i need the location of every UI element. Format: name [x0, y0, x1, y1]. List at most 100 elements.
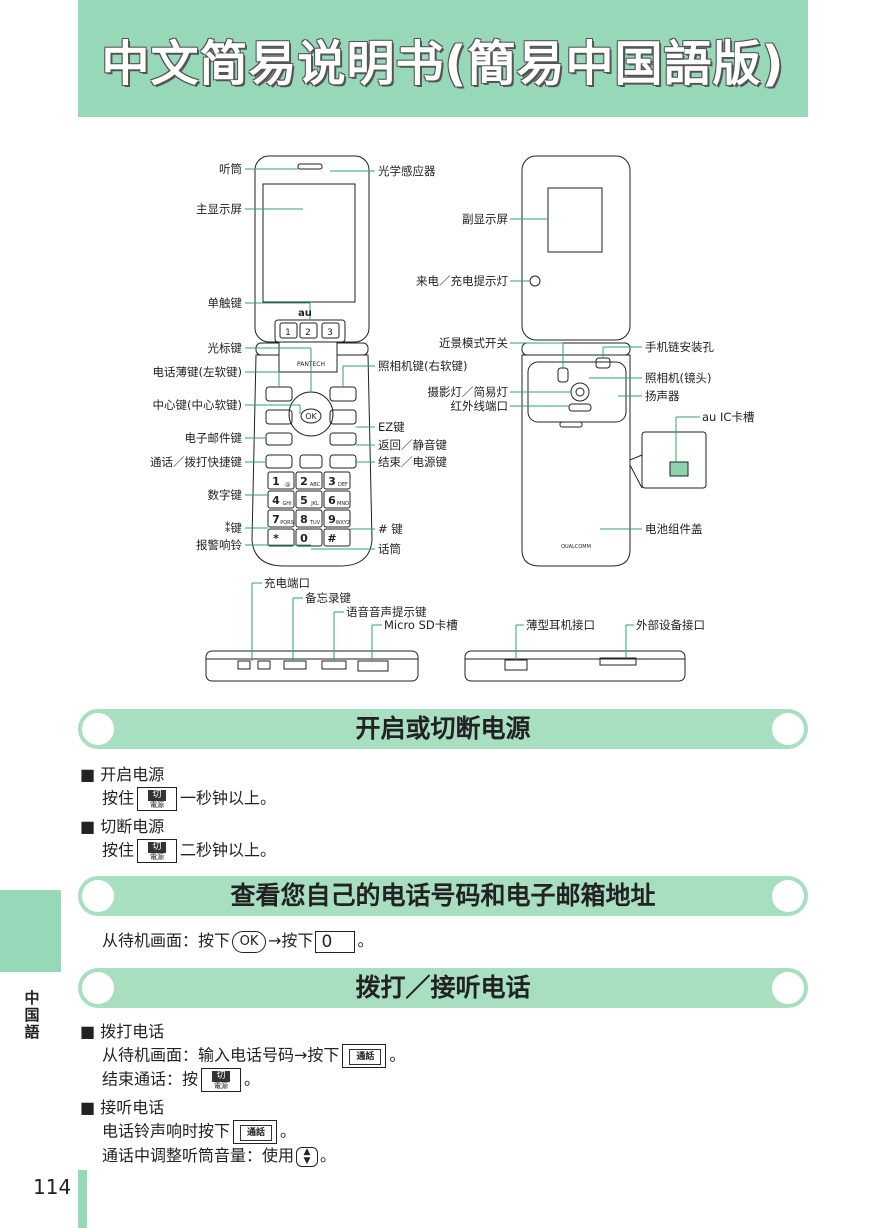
top-key-2: 2 — [305, 328, 311, 338]
section-title: 查看您自己的电话号码和电子邮箱地址 — [230, 881, 656, 910]
instruction-prefix: 从待机画面：按下 — [102, 931, 231, 950]
label-macro-switch: 近景模式开关 — [439, 336, 508, 350]
maker-logo: PANTECH — [297, 361, 325, 368]
instruction-suffix: 。 — [389, 1045, 406, 1065]
key-sub-8: TUV — [309, 520, 321, 526]
label-center-key: 中心键(中心软键) — [152, 398, 242, 412]
decor-circle — [772, 972, 804, 1004]
section-title: 开启或切断电源 — [355, 714, 531, 743]
label-alarm: 报警响铃 — [196, 538, 242, 552]
key-face: 切 — [212, 1071, 231, 1082]
key-1: 1 — [272, 475, 280, 488]
instruction-suffix: 一秒钟以上。 — [180, 788, 277, 808]
make-call-heading: ■ 拨打电话 — [80, 1022, 165, 1041]
label-sub-display: 副显示屏 — [462, 212, 508, 226]
label-voice-key: 语音音声提示键 — [346, 605, 427, 619]
label-end-key: 结束／电源键 — [378, 455, 447, 469]
center-ok: OK — [305, 412, 317, 421]
instruction-suffix: 。 — [244, 1069, 261, 1089]
label-charge-port: 充电端口 — [264, 576, 310, 590]
instruction-prefix: 电话铃声响时按下 — [102, 1121, 231, 1141]
label-light-sensor: 光学感应器 — [378, 164, 436, 178]
power-on-instruction: 按住切電源一秒钟以上。 — [102, 787, 276, 811]
key-0: 0 — [300, 532, 308, 545]
end-power-key-icon: 切電源 — [137, 839, 178, 863]
label-star-key: ⁑键 — [224, 521, 242, 535]
decor-circle — [82, 880, 114, 912]
label-ir-port: 红外线端口 — [450, 399, 509, 413]
label-back-key: 返回／静音键 — [378, 438, 447, 452]
label-number-keys: 数字键 — [207, 488, 243, 502]
call-key-icon: 通話 — [233, 1120, 278, 1144]
decor-circle — [772, 713, 804, 745]
key-sub-6: MNO — [337, 501, 349, 507]
key-sub-3: DEF — [338, 482, 348, 488]
label-ez-key: EZ键 — [378, 420, 405, 434]
page-footer-bar — [78, 1170, 87, 1228]
phone-diagram: 1 2 3 au PANTECH OK 1 2 3 4 5 6 7 8 9 * … — [205, 155, 707, 682]
key-sub-1: .@ — [284, 482, 291, 488]
label-memo-key: 备忘录键 — [305, 591, 351, 605]
key-star: * — [273, 532, 279, 545]
label-main-display: 主显示屏 — [196, 202, 242, 216]
key-face: 切 — [148, 842, 167, 853]
instruction-prefix: 按住 — [102, 840, 135, 860]
instruction-prefix: 从待机画面：输入电话号码→按下 — [102, 1045, 340, 1065]
label-call-key: 通话／拨打快捷键 — [150, 455, 242, 469]
language-tab — [0, 890, 61, 972]
label-one-touch-key: 单触键 — [207, 296, 243, 310]
make-call-line1: 从待机画面：输入电话号码→按下通話。 — [102, 1044, 405, 1068]
section-number-header: 查看您自己的电话号码和电子邮箱地址 — [78, 876, 808, 916]
key-sub-5: JKL — [310, 501, 319, 507]
answer-call-heading: ■ 接听电话 — [80, 1098, 165, 1117]
page-number: 114 — [33, 1175, 72, 1199]
cursor-key-icon: ▲▼ — [296, 1146, 319, 1167]
key-2: 2 — [300, 475, 308, 488]
label-earphone-jack: 薄型耳机接口 — [526, 618, 595, 632]
label-photo-light: 摄影灯／简易灯 — [427, 385, 509, 399]
key-4: 4 — [272, 494, 280, 507]
instruction-prefix: 按住 — [102, 788, 135, 808]
label-strap-hole: 手机链安装孔 — [645, 340, 714, 354]
label-earpiece: 听筒 — [219, 162, 242, 176]
label-cursor-key: 光标键 — [207, 341, 243, 355]
power-on-heading: ■ 开启电源 — [80, 765, 165, 784]
instruction-suffix: 二秒钟以上。 — [180, 840, 277, 860]
section-title: 拨打／接听电话 — [355, 973, 531, 1002]
label-ic-card-slot: au IC卡槽 — [702, 410, 755, 424]
top-key-1: 1 — [285, 328, 291, 338]
label-camera-lens: 照相机(镜头) — [645, 371, 712, 385]
label-email-key: 电子邮件键 — [184, 431, 243, 445]
instruction-prefix: 通话中调整听筒音量：使用 — [102, 1146, 295, 1165]
key-face: 通話 — [349, 1049, 382, 1065]
key-6: 6 — [328, 494, 336, 507]
instruction-suffix: 。 — [320, 1146, 337, 1165]
zero-key-icon: 0 — [315, 930, 356, 953]
instruction-prefix: 结束通话：按 — [102, 1069, 199, 1089]
answer-call-line1: 电话铃声响时按下通話。 — [102, 1120, 296, 1144]
brand-logo: au — [298, 308, 312, 319]
key-3: 3 — [328, 475, 336, 488]
key-5: 5 — [300, 494, 308, 507]
top-key-3: 3 — [327, 328, 333, 338]
label-speaker: 扬声器 — [645, 389, 680, 403]
key-sub-7: PQRS — [280, 520, 294, 526]
label-phonebook-key: 电话薄键(左软键) — [152, 365, 242, 379]
section-call-header: 拨打／接听电话 — [78, 968, 808, 1008]
key-sub-2: ABC — [310, 482, 321, 488]
instruction-mid: →按下 — [268, 931, 314, 950]
decor-circle — [82, 972, 114, 1004]
key-sub: 電源 — [214, 1082, 229, 1090]
key-face: 通話 — [240, 1125, 273, 1141]
call-key-icon: 通話 — [342, 1044, 387, 1068]
key-7: 7 — [272, 513, 280, 526]
key-sub-9: WXYZ — [336, 520, 351, 526]
section-power-header: 开启或切断电源 — [78, 709, 808, 749]
instruction-suffix: 。 — [280, 1121, 297, 1141]
language-tab-label: 中国語 — [24, 989, 40, 1041]
make-call-line2: 结束通话：按 切電源 。 — [102, 1068, 260, 1092]
key-sub-4: GHI — [282, 501, 291, 507]
power-off-instruction: 按住切電源二秒钟以上。 — [102, 839, 276, 863]
decor-circle — [772, 880, 804, 912]
